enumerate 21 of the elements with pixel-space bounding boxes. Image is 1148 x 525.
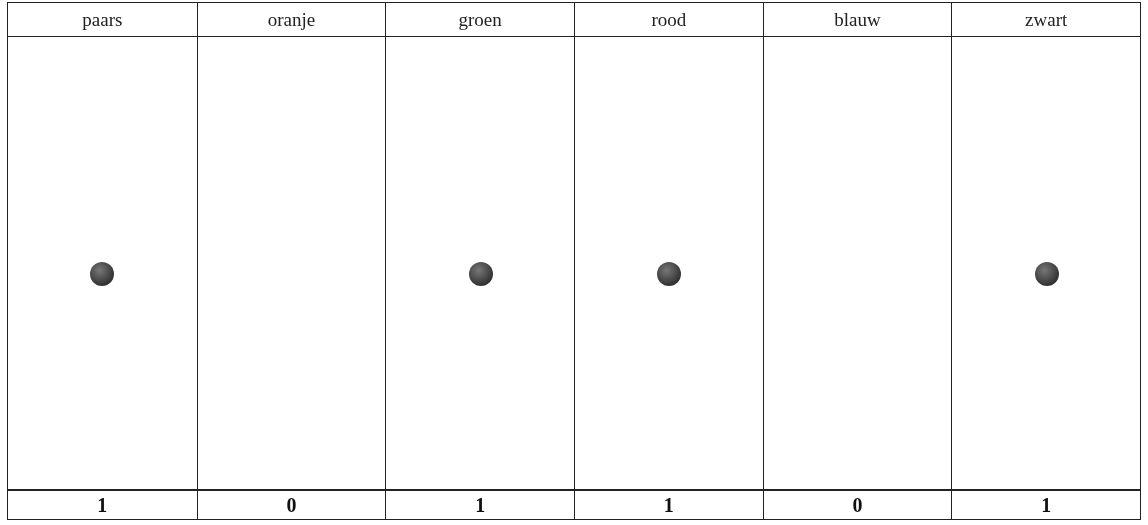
table-column [574,3,763,519]
dot [1034,262,1059,286]
dot [657,262,682,286]
column-value: 1 [663,494,674,517]
column-header: oranje [267,9,316,31]
column-header: zwart [1025,9,1068,31]
column-value: 1 [475,494,486,517]
column-value: 1 [97,494,108,517]
dot [90,262,115,286]
column-header: blauw [834,9,881,31]
table-column [762,3,952,519]
dot [468,262,493,286]
table-column [951,3,1140,519]
column-header: rood [651,9,687,31]
column-value: 1 [1041,494,1052,517]
column-header: paars [82,9,123,31]
table-column [385,3,574,519]
column-value: 0 [852,494,863,517]
table-column [196,3,386,519]
column-header: groen [458,9,502,31]
column-value: 0 [286,494,297,517]
